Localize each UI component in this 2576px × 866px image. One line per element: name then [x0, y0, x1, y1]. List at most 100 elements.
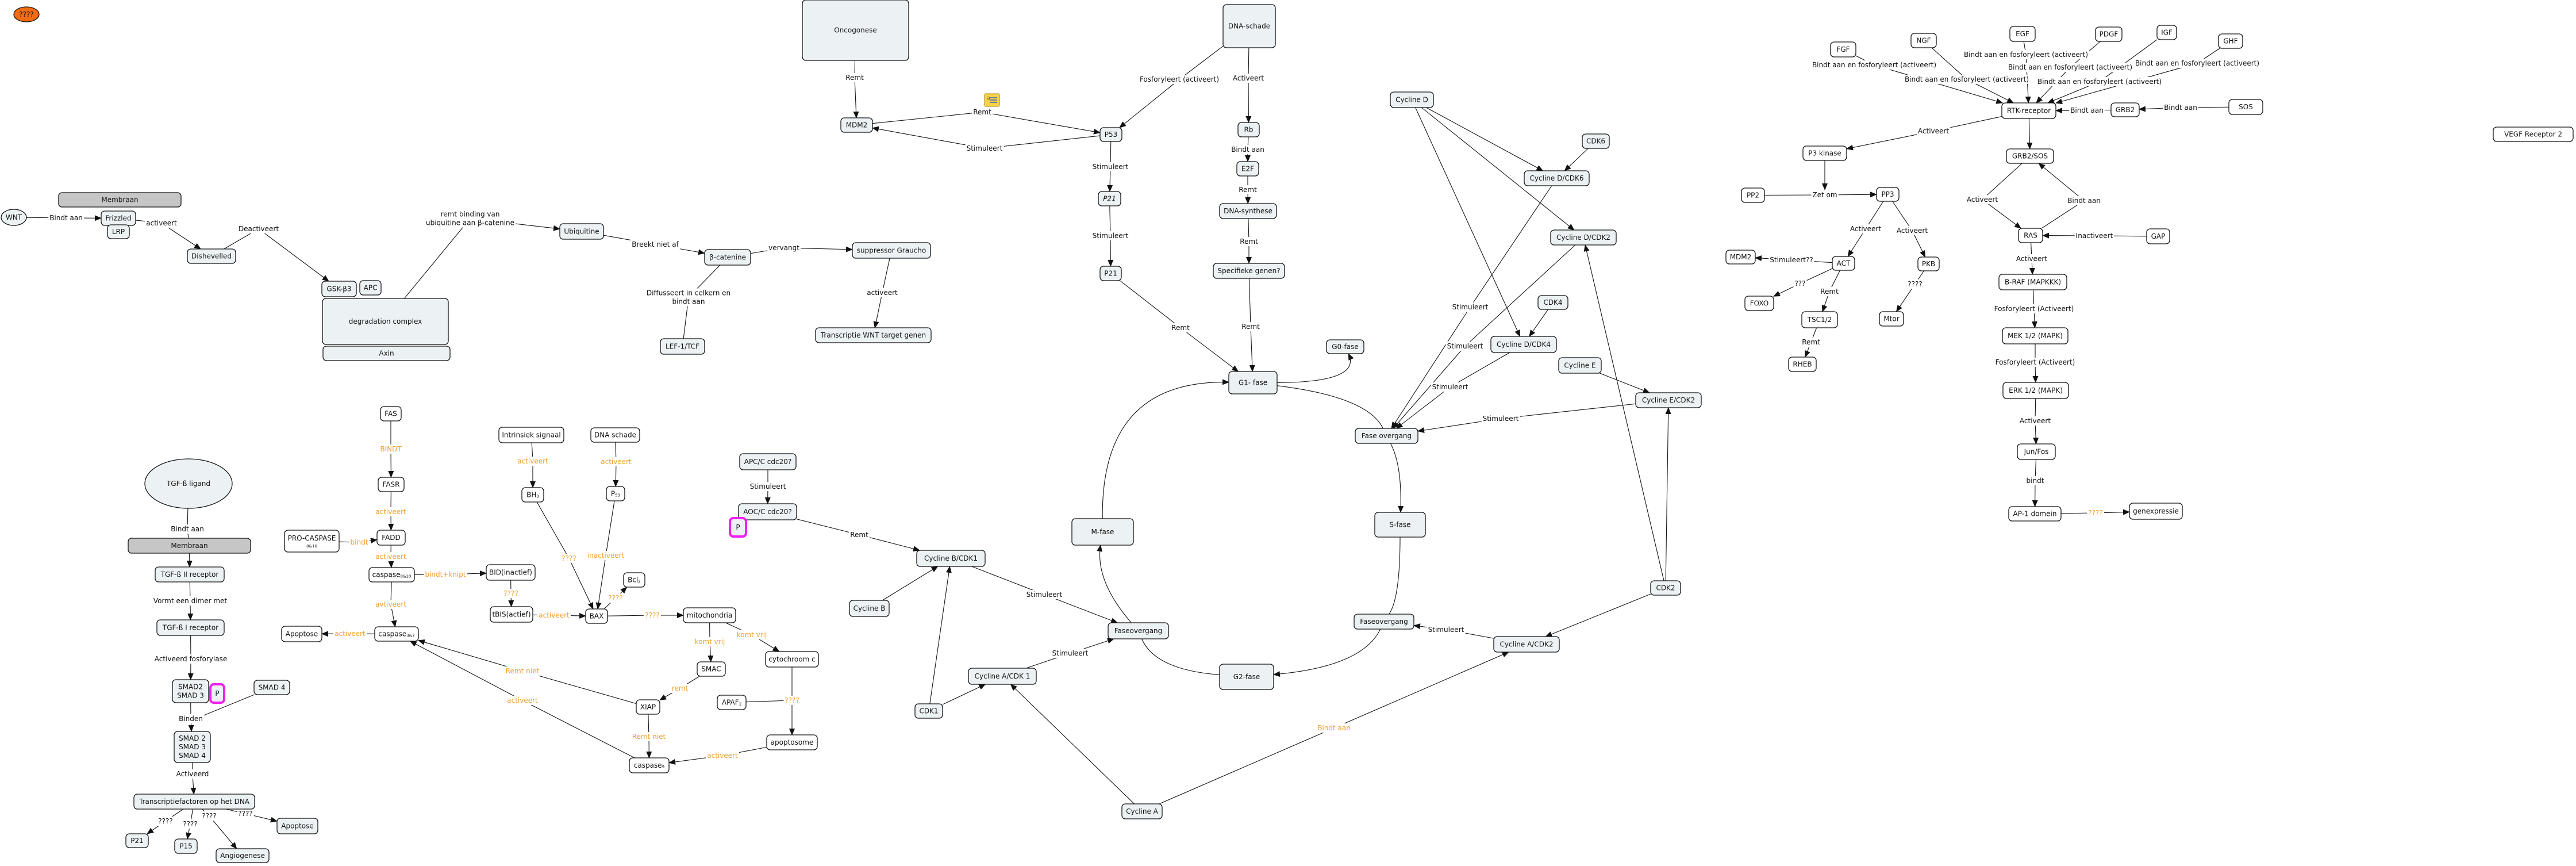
- node-casp37[interactable]: caspase3&7: [374, 626, 419, 642]
- node-orange-bubble[interactable]: ????: [13, 6, 40, 22]
- node-p21b[interactable]: P21: [1099, 266, 1122, 281]
- node-tgf[interactable]: TGF-ß ligand: [144, 458, 233, 509]
- node-tgf2[interactable]: TGF-ß II receptor: [155, 566, 225, 583]
- node-tgf1[interactable]: TGF-ß I receptor: [156, 619, 225, 636]
- node-bax[interactable]: BAX: [585, 608, 608, 624]
- node-wnt-membraan[interactable]: Membraan: [58, 192, 182, 208]
- node-faseov3[interactable]: Faseovergang: [1108, 622, 1169, 639]
- node-g1[interactable]: G1- fase: [1228, 371, 1278, 394]
- node-sos[interactable]: SOS: [2228, 99, 2263, 115]
- node-p3k[interactable]: P3 kinase: [1802, 145, 1847, 161]
- node-cycacdk1[interactable]: Cycline A/CDK 1: [968, 668, 1037, 685]
- node-aocc[interactable]: AOC/C cdc20?: [738, 503, 797, 520]
- node-g0[interactable]: G0-fase: [1326, 339, 1364, 354]
- node-dnaschade[interactable]: DNA-schade: [1222, 4, 1276, 48]
- node-p21i[interactable]: P21: [1098, 191, 1121, 206]
- node-tf[interactable]: Transcriptiefactoren op het DNA: [133, 794, 255, 810]
- note-icon[interactable]: a: [984, 93, 1000, 107]
- node-cyce[interactable]: Cycline E: [1558, 357, 1602, 374]
- node-tsc[interactable]: TSC1/2: [1801, 311, 1838, 328]
- node-casp9[interactable]: caspase9: [629, 757, 670, 773]
- node-cycbcdk1[interactable]: Cycline B/CDK1: [916, 550, 986, 567]
- node-casp810[interactable]: caspase8&10: [368, 567, 415, 583]
- node-lef[interactable]: LEF-1/TCF: [660, 338, 705, 355]
- node-pdgf[interactable]: PDGF: [2095, 26, 2123, 42]
- node-tbis[interactable]: tBIS(actief): [490, 606, 533, 623]
- node-cdk6[interactable]: CDK6: [1582, 133, 1610, 149]
- node-cycecdk2[interactable]: Cycline E/CDK2: [1635, 392, 1702, 408]
- node-angio[interactable]: Angiogenese: [216, 848, 270, 863]
- node-bcl2[interactable]: Bcl2: [623, 572, 645, 588]
- node-mek[interactable]: MEK 1/2 (MAPK): [2002, 327, 2069, 344]
- node-cytc[interactable]: cytochroom c: [765, 651, 819, 668]
- node-degr[interactable]: degradation complex: [322, 298, 449, 345]
- node-xiap[interactable]: XIAP: [636, 699, 660, 715]
- node-cdk1[interactable]: CDK1: [914, 703, 943, 719]
- node-cyca[interactable]: Cycline A: [1121, 803, 1163, 819]
- node-cycdcdk4[interactable]: Cycline D/CDK4: [1490, 336, 1557, 353]
- node-graucho[interactable]: suppressor Graucho: [852, 242, 931, 259]
- node-ap1[interactable]: AP-1 domein: [2008, 506, 2062, 522]
- node-grb2[interactable]: GRB2: [2110, 102, 2140, 117]
- node-apc[interactable]: APC: [359, 280, 382, 296]
- node-bid[interactable]: BID(inactief): [486, 564, 536, 581]
- node-gsk[interactable]: GSK-β3: [321, 281, 357, 297]
- node-genexp[interactable]: genexpressie: [2129, 503, 2183, 520]
- node-wnt[interactable]: WNT: [1, 209, 27, 226]
- node-act[interactable]: ACT: [1832, 256, 1855, 271]
- node-axin[interactable]: Axin: [322, 346, 451, 361]
- node-fgf[interactable]: FGF: [1830, 41, 1856, 58]
- node-cycacdk2[interactable]: Cycline A/CDK2: [1493, 636, 1560, 653]
- node-ubiquitine[interactable]: Ubiquitine: [559, 223, 604, 240]
- node-apoptose1[interactable]: Apoptose: [276, 818, 318, 834]
- node-egf[interactable]: EGF: [2009, 26, 2036, 42]
- node-erk[interactable]: ERK 1/2 (MAPK): [2002, 382, 2069, 399]
- node-braf[interactable]: B-RAF (MAPKKK): [1998, 274, 2067, 290]
- node-sfase[interactable]: S-fase: [1374, 512, 1426, 538]
- node-p-smad[interactable]: P: [209, 683, 225, 704]
- node-cycdcdk2[interactable]: Cycline D/CDK2: [1550, 229, 1617, 246]
- node-mtor[interactable]: Mtor: [1879, 311, 1904, 327]
- node-dishevelled[interactable]: Dishevelled: [187, 248, 236, 264]
- node-smad4[interactable]: SMAD 4: [253, 680, 290, 695]
- node-gap[interactable]: GAP: [2146, 228, 2170, 244]
- node-p53[interactable]: P53: [1099, 127, 1122, 142]
- node-ngf[interactable]: NGF: [1910, 33, 1937, 48]
- node-apoptosome[interactable]: apoptosome: [766, 734, 818, 750]
- node-lrp[interactable]: LRP: [107, 224, 130, 239]
- node-mfase[interactable]: M-fase: [1071, 518, 1134, 546]
- node-smac[interactable]: SMAC: [697, 661, 726, 677]
- node-specgenen[interactable]: Specifieke genen?: [1213, 263, 1285, 279]
- node-tgf-membraan[interactable]: Membraan: [128, 538, 251, 554]
- node-cdk4[interactable]: CDK4: [1537, 295, 1568, 310]
- node-p15[interactable]: P15: [174, 838, 198, 854]
- node-foxo[interactable]: FOXO: [1744, 296, 1774, 311]
- node-fadd[interactable]: FADD: [376, 530, 406, 546]
- node-cycb[interactable]: Cycline B: [849, 600, 890, 617]
- node-apcc[interactable]: APC/C cdc20?: [739, 453, 797, 470]
- node-frizzled[interactable]: Frizzled: [101, 210, 136, 226]
- node-pkb[interactable]: PKB: [1917, 256, 1940, 271]
- node-mdm2a[interactable]: MDM2: [840, 117, 873, 133]
- node-fasr[interactable]: FASR: [378, 477, 405, 492]
- node-cdk2[interactable]: CDK2: [1650, 580, 1681, 596]
- node-rheb[interactable]: RHEB: [1788, 357, 1817, 372]
- node-p21c[interactable]: P21: [125, 833, 149, 848]
- node-wnttarget[interactable]: Transcriptie WNT target genen: [815, 327, 932, 343]
- node-pp2[interactable]: PP2: [1741, 187, 1765, 203]
- node-bcat[interactable]: β-catenine: [704, 249, 751, 266]
- node-dnasch2[interactable]: DNA schade: [590, 427, 640, 443]
- node-pp3[interactable]: PP3: [1876, 187, 1900, 202]
- node-igf[interactable]: IGF: [2156, 25, 2177, 40]
- node-mdm2b[interactable]: MDM2: [1725, 250, 1756, 265]
- node-apaf[interactable]: APAF1: [717, 695, 747, 710]
- node-g2[interactable]: G2-fase: [1219, 664, 1274, 690]
- node-rb[interactable]: Rb: [1237, 122, 1260, 137]
- node-intr[interactable]: Intrinsiek signaal: [498, 427, 564, 443]
- node-p53b[interactable]: P53: [606, 486, 625, 501]
- node-ghf[interactable]: GHF: [2218, 33, 2243, 49]
- node-fas[interactable]: FAS: [380, 406, 402, 421]
